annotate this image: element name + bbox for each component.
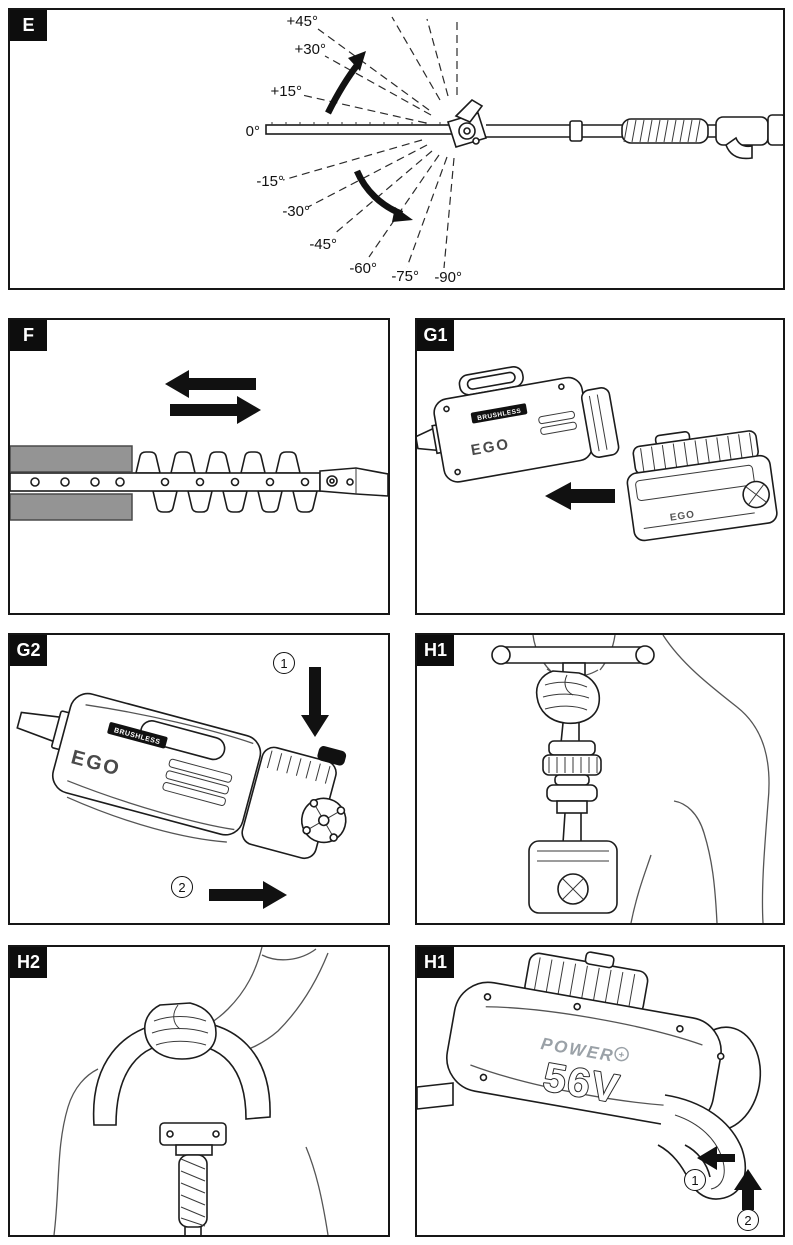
blade-guard-rails: [10, 445, 133, 521]
step-1-badge: 1: [684, 1169, 706, 1191]
press-button-arrow-icon: [301, 667, 329, 737]
panel-h1-trigger-label: H1: [417, 947, 454, 978]
panel-h1-trigger: H1 1 2 POWER + 56V: [415, 945, 785, 1237]
blade-illustration: [10, 370, 388, 521]
gripping-hand: [535, 670, 601, 725]
battery-ego-logo-text: EGO: [669, 509, 696, 523]
power-plus-text: +: [618, 1050, 626, 1062]
ego-logo-text: EGO: [470, 436, 512, 460]
angle-label-minus90: -90°: [434, 269, 462, 286]
blade-at-zero: [265, 122, 455, 135]
step-1-badge: 1: [273, 652, 295, 674]
power-head-with-battery: BRUSHLESS EGO: [16, 692, 347, 860]
pivot-clamp: [446, 98, 488, 148]
battery-insert-arrow-icon: [545, 482, 615, 510]
angle-label-minus45: -45°: [309, 236, 337, 253]
power-head: BRUSHLESS EGO: [417, 365, 620, 483]
angle-label-plus45: +45°: [286, 13, 318, 30]
pole-shaft: [486, 114, 783, 160]
hedge-blade: [10, 451, 321, 513]
panel-h1-grip: H1: [415, 633, 785, 925]
panel-f: F: [8, 318, 390, 615]
slide-left-arrow-icon: [165, 370, 256, 398]
panel-h2: H2: [8, 945, 390, 1237]
battery-release-illustration: BRUSHLESS EGO: [16, 667, 347, 909]
loop-handle: [92, 1020, 271, 1146]
blade-connector: [319, 467, 388, 497]
angle-fan-lines: [282, 16, 458, 269]
gripping-hand: [144, 1002, 217, 1060]
step-2-badge: 2: [737, 1209, 759, 1231]
battery-pack: EGO: [626, 430, 778, 542]
squeeze-trigger-arrow-icon: [734, 1169, 762, 1210]
battery-insert-illustration: BRUSHLESS EGO EGO: [417, 365, 778, 542]
rotate-up-arrow-icon: [325, 51, 366, 115]
angle-label-zero: 0°: [245, 123, 260, 140]
panel-f-label: F: [10, 320, 47, 351]
angle-label-plus30: +30°: [294, 41, 326, 58]
angle-label-minus15: -15°: [256, 173, 284, 190]
battery-release-button: [317, 746, 347, 766]
angle-label-minus75: -75°: [391, 268, 419, 285]
slide-right-arrow-icon: [170, 396, 261, 424]
panel-g2-label: G2: [10, 635, 47, 666]
angle-label-minus60: -60°: [349, 260, 377, 277]
panel-g2: G2 1 2 BRUSHLESS EGO: [8, 633, 390, 925]
step-2-badge: 2: [171, 876, 193, 898]
motor-housing: POWER + 56V: [446, 951, 762, 1132]
trigger-illustration: POWER + 56V: [417, 951, 762, 1210]
rotate-down-arrow-icon: [354, 169, 413, 222]
panel-h1-grip-label: H1: [417, 635, 454, 666]
angle-label-plus15: +15°: [270, 83, 302, 100]
pole-shaft: [175, 1144, 213, 1235]
hand-grip-illustration: [491, 635, 770, 923]
shaft-stub: [417, 1082, 454, 1110]
pole-and-couplers: [491, 645, 655, 914]
panel-e: E +45° +30° +15° 0° -15° -30° -45° -60° …: [8, 8, 785, 290]
panel-g1: G1 BRUSHLESS EGO: [415, 318, 785, 615]
slide-battery-arrow-icon: [209, 881, 287, 909]
push-safety-arrow-icon: [697, 1146, 735, 1170]
panel-e-label: E: [10, 10, 47, 41]
angle-fan-illustration: [265, 16, 783, 269]
loop-handle-illustration: [53, 947, 329, 1235]
panel-g1-label: G1: [417, 320, 454, 351]
panel-h2-label: H2: [10, 947, 47, 978]
angle-label-minus30: -30°: [282, 203, 310, 220]
